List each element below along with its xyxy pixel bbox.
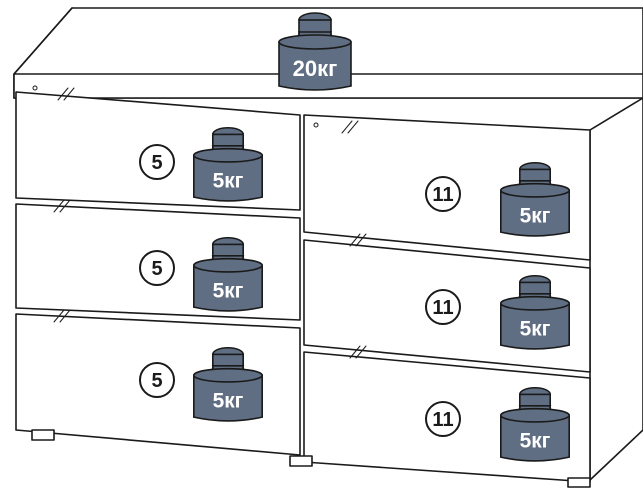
weight-body	[193, 374, 263, 422]
top-weight: 20кг	[278, 12, 352, 91]
weights-layer: 20кг 5кг 5кг 5кг 5кг 5кг 5кг	[193, 12, 570, 462]
drawer-number-badge: 11	[425, 401, 461, 437]
weight-body	[278, 41, 352, 91]
drawer-number: 11	[432, 409, 453, 431]
number-circle	[425, 289, 461, 325]
drawer-number: 5	[151, 370, 162, 392]
drawer-number: 11	[432, 184, 453, 206]
drawer-weight-right-1: 5кг	[499, 161, 570, 237]
weight-label: 5кг	[520, 318, 551, 341]
weight-shoulder	[193, 257, 264, 273]
weight-body	[500, 414, 570, 462]
drawer-weight-left-2: 5кг	[193, 236, 264, 312]
drawer-number: 5	[151, 258, 162, 280]
number-circle	[425, 401, 461, 437]
drawer-weight-right-2: 5кг	[499, 274, 570, 350]
drawer-number-badge: 5	[139, 144, 175, 180]
weight-shoulder	[499, 182, 570, 198]
drawer-weight-right-3: 5кг	[499, 386, 570, 462]
drawer-number: 5	[151, 152, 162, 174]
number-circle	[139, 144, 175, 180]
weight-label: 20кг	[293, 56, 338, 81]
weight-label: 5кг	[213, 280, 244, 303]
weight-shoulder	[499, 295, 570, 311]
weight-body	[193, 154, 263, 202]
weight-label: 5кг	[213, 390, 244, 413]
number-circle	[139, 362, 175, 398]
dresser-side-panel	[589, 97, 643, 481]
weight-shoulder	[499, 407, 570, 423]
badges-layer: 5 5 5 11 11 11	[139, 144, 461, 437]
drawer-weight-left-3: 5кг	[193, 346, 264, 422]
drawer-weight-left-1: 5кг	[193, 126, 264, 202]
weight-body	[500, 302, 570, 350]
drawer-number-badge: 11	[425, 176, 461, 212]
weight-body	[500, 189, 570, 237]
weight-body	[193, 264, 263, 312]
dresser-feet	[31, 429, 591, 488]
weight-label: 5кг	[213, 170, 244, 193]
weight-shoulder	[193, 367, 264, 383]
weight-shoulder	[193, 147, 264, 163]
weight-label: 5кг	[520, 205, 551, 228]
number-circle	[425, 176, 461, 212]
drawer-number-badge: 11	[425, 289, 461, 325]
drawer-number: 11	[432, 297, 453, 319]
number-circle	[139, 250, 175, 286]
weight-shoulder	[278, 34, 352, 50]
drawer-number-badge: 5	[139, 362, 175, 398]
weight-label: 5кг	[520, 430, 551, 453]
drawer-handle-marks	[32, 85, 367, 359]
drawer-number-badge: 5	[139, 250, 175, 286]
